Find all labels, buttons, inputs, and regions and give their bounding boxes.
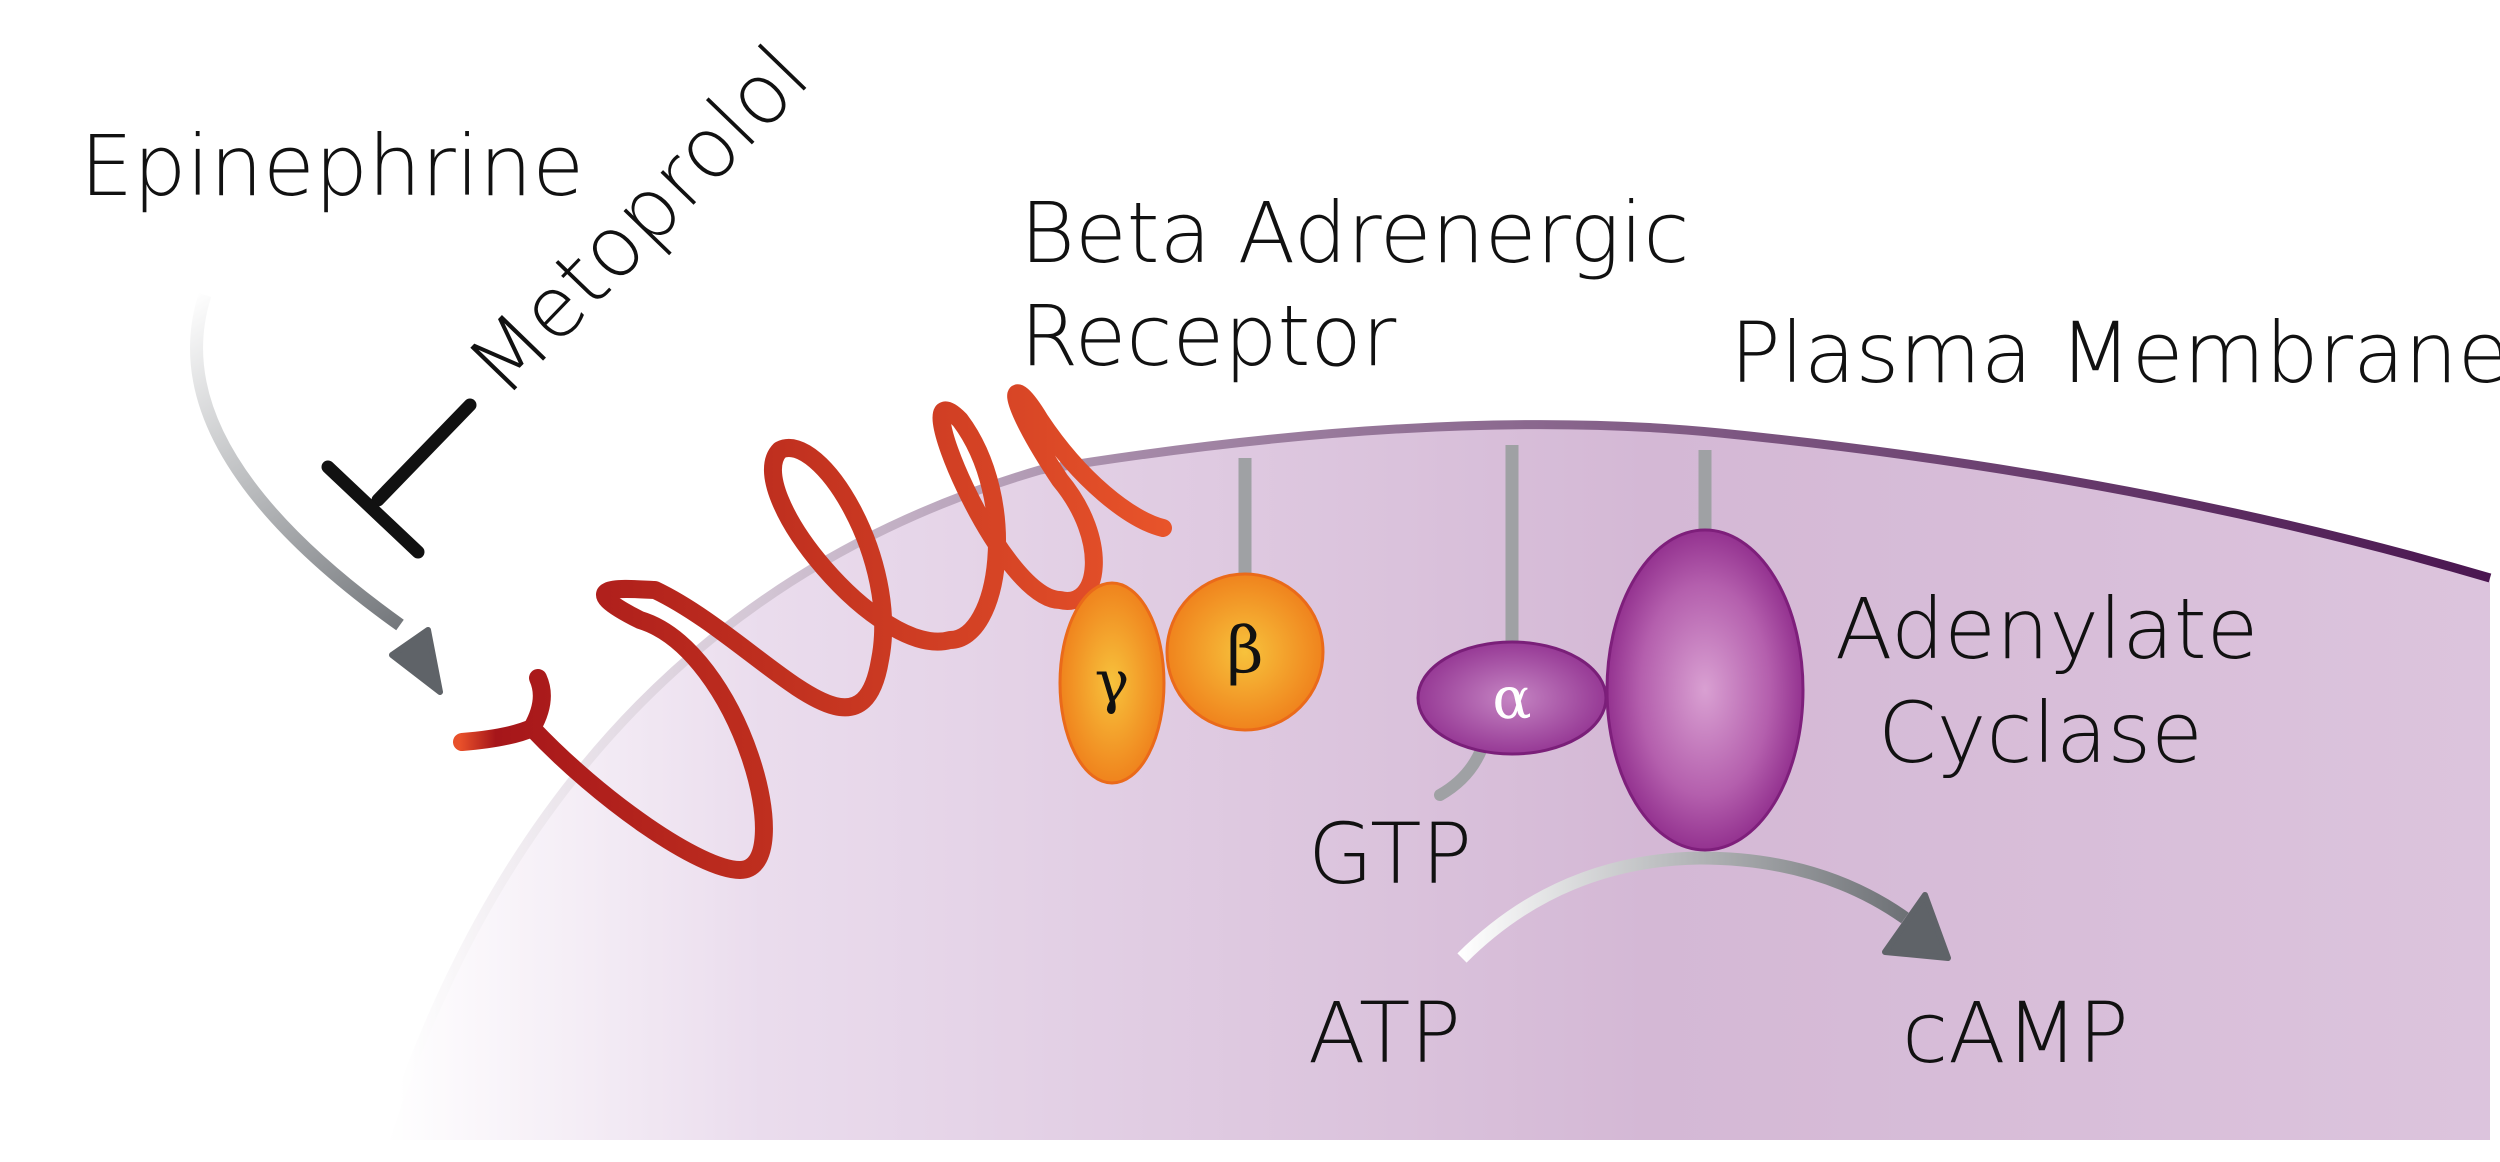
- receptor-label-line1: Beta Adrenergic: [1020, 184, 1689, 282]
- adenylate-label-line1: Adenylate: [1835, 580, 2258, 678]
- receptor-label-line2: Receptor: [1020, 287, 1397, 385]
- alpha-symbol: α: [1492, 664, 1531, 732]
- atp-to-camp-arrowhead: [1882, 892, 1951, 961]
- camp-label: cAMP: [1902, 984, 2129, 1082]
- metoprolol-label: Metoprolol: [449, 26, 828, 413]
- gtp-tether: [1434, 742, 1488, 801]
- gtp-label: GTP: [1308, 805, 1472, 903]
- adenylate-label-line2: Cyclase: [1878, 684, 2203, 782]
- adenylate-cyclase: [1605, 528, 1805, 852]
- gamma-symbol: γ: [1095, 648, 1130, 716]
- inhibition-icon: [321, 398, 477, 559]
- gamma-subunit: [1058, 581, 1166, 785]
- beta-adrenergic-receptor: [453, 384, 1172, 879]
- atp-to-camp-arrow: [1457, 851, 1909, 963]
- epinephrine-label: Epinephrine: [80, 117, 584, 215]
- membrane-anchors: [1238, 445, 1712, 642]
- cell-interior: [385, 424, 2490, 1140]
- beta-symbol: β: [1227, 614, 1264, 688]
- epinephrine-arrow: [190, 293, 404, 631]
- epinephrine-arrowhead: [389, 627, 443, 695]
- plasma-membrane-line: [380, 420, 2492, 1142]
- beta-subunit: [1165, 572, 1325, 732]
- atp-label: ATP: [1308, 984, 1461, 1082]
- plasma-membrane-label: Plasma Membrane: [1730, 304, 2500, 402]
